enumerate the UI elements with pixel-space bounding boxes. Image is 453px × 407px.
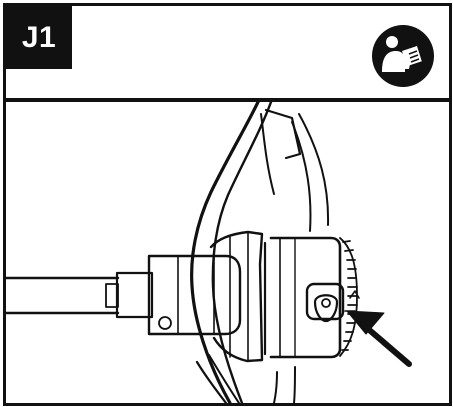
guard-bracket <box>264 108 302 160</box>
release-button <box>305 282 345 321</box>
step-label: J1 <box>21 20 57 54</box>
shaft-support-line <box>291 121 312 232</box>
trimmer-head-housing <box>269 236 342 359</box>
trimmer-head-illustration <box>6 102 449 403</box>
connector-neck <box>209 230 264 363</box>
panel-header: J1 <box>6 6 449 102</box>
guard-edge-line <box>260 113 275 195</box>
guard-outer-curve <box>190 102 260 403</box>
alignment-marks <box>349 290 360 299</box>
step-badge: J1 <box>6 6 72 69</box>
coupling-body <box>147 254 242 336</box>
shaft-clamp <box>105 283 119 308</box>
shaft-collar <box>115 271 154 319</box>
read-manual-icon <box>372 25 434 87</box>
shaft-support-line-2 <box>298 113 330 226</box>
arrow-icon <box>346 310 385 335</box>
instruction-panel: J1 <box>3 3 452 406</box>
